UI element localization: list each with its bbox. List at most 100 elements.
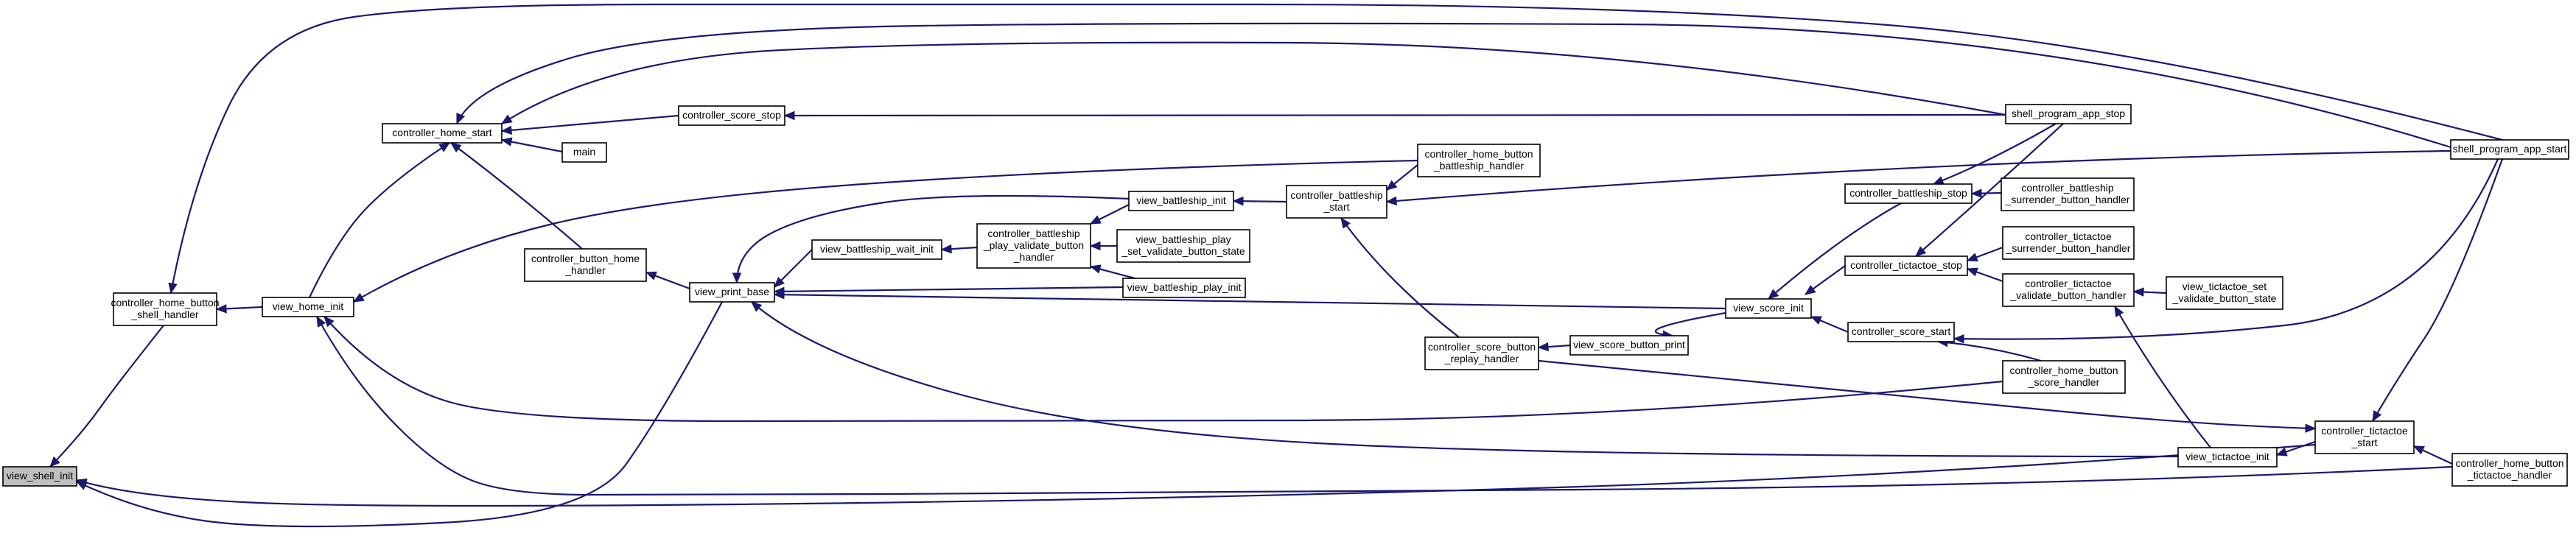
node-controller_button_home_handler[interactable]: controller_button_home_handler: [524, 248, 647, 282]
node-box[interactable]: [2002, 360, 2126, 394]
edge-line: [1915, 123, 2064, 257]
node-view_shell_init[interactable]: view_shell_init: [2, 466, 77, 487]
node-box[interactable]: [2177, 447, 2278, 468]
edge-view_score_init-to-view_print_base: [773, 289, 1726, 310]
node-box[interactable]: [811, 239, 942, 260]
node-box[interactable]: [382, 123, 503, 144]
arrowhead-icon: [316, 315, 326, 328]
node-box[interactable]: [524, 248, 647, 282]
node-controller_score_button_replay_handler[interactable]: controller_score_button_replay_handler: [1424, 336, 1539, 370]
node-controller_home_button_shell_handler[interactable]: controller_home_button_shell_handler: [111, 292, 220, 326]
node-box[interactable]: [561, 142, 607, 163]
node-view_score_button_print[interactable]: view_score_button_print: [1569, 335, 1689, 356]
node-view_score_init[interactable]: view_score_init: [1725, 298, 1812, 319]
node-box[interactable]: [1725, 298, 1812, 319]
node-view_print_base[interactable]: view_print_base: [689, 282, 775, 303]
node-box[interactable]: [2450, 139, 2569, 160]
node-label: controller_tictactoe: [2025, 230, 2112, 242]
edge-line: [751, 301, 2179, 458]
node-label: _shell_handler: [130, 308, 198, 320]
node-box[interactable]: [262, 297, 354, 317]
node-shell_program_app_start[interactable]: shell_program_app_start: [2450, 139, 2569, 160]
node-controller_home_button_tictactoe_handler[interactable]: controller_home_button_tictactoe_handler: [2451, 453, 2568, 487]
node-controller_battleship_play_validate_button_handler[interactable]: controller_battleship_play_validate_butt…: [976, 223, 1091, 269]
edge-layer: [49, 3, 2504, 528]
edge-shell_program_app_stop-to-controller_tictactoe_stop: [1915, 123, 2064, 257]
arrowhead-icon: [1340, 216, 1351, 229]
node-box[interactable]: [678, 105, 785, 126]
arrowhead-icon: [732, 272, 742, 284]
node-controller_score_start[interactable]: controller_score_start: [1847, 322, 1955, 342]
edge-line: [309, 142, 450, 298]
node-controller_tictactoe_stop[interactable]: controller_tictactoe_stop: [1844, 255, 1968, 276]
node-controller_score_stop[interactable]: controller_score_stop: [678, 105, 785, 126]
arrowhead-icon: [1915, 246, 1927, 257]
node-label: view_battleship_play_init: [1127, 281, 1242, 293]
node-box[interactable]: [2002, 226, 2135, 260]
edge-view_tictactoe_set_validate_button_state-to-controller_tictactoe_validate_button_handler: [2132, 287, 2167, 297]
node-box[interactable]: [1424, 336, 1539, 370]
node-box[interactable]: [1569, 335, 1689, 356]
edge-view_battleship_init-to-controller_battleship_play_validate_button_handler: [1089, 204, 1130, 225]
node-view_battleship_init[interactable]: view_battleship_init: [1128, 191, 1234, 211]
node-view_battleship_play_init[interactable]: view_battleship_play_init: [1122, 278, 1246, 298]
node-box[interactable]: [689, 282, 775, 303]
node-shell_program_app_stop[interactable]: shell_program_app_stop: [2005, 104, 2132, 124]
node-box[interactable]: [1122, 278, 1246, 298]
edge-controller_home_button_shell_handler-to-view_shell_init: [49, 325, 164, 468]
node-label: controller_battleship: [987, 228, 1080, 239]
node-view_tictactoe_init[interactable]: view_tictactoe_init: [2177, 447, 2278, 468]
node-main[interactable]: main: [561, 142, 607, 163]
node-controller_tictactoe_validate_button_handler[interactable]: controller_tictactoe_validate_button_han…: [2002, 273, 2135, 307]
arrowhead-icon: [49, 456, 60, 468]
node-box[interactable]: [1844, 183, 1973, 204]
edge-view_home_init-to-controller_home_start: [309, 142, 451, 298]
node-label: _handler: [1013, 251, 1054, 263]
node-box[interactable]: [2002, 273, 2135, 307]
node-label: _start: [2351, 437, 2377, 448]
node-box[interactable]: [1116, 229, 1250, 263]
arrowhead-icon: [1537, 342, 1549, 352]
node-box[interactable]: [2001, 177, 2135, 211]
node-box[interactable]: [1417, 144, 1541, 177]
node-box[interactable]: [2166, 276, 2283, 310]
edge-controller_home_button_battleship_handler-to-controller_battleship_start: [1386, 164, 1418, 191]
node-controller_battleship_surrender_button_handler[interactable]: controller_battleship_surrender_button_h…: [2001, 177, 2135, 211]
node-controller_home_start[interactable]: controller_home_start: [382, 123, 503, 144]
node-box[interactable]: [2, 466, 77, 487]
node-label: controller_battleship: [1290, 189, 1383, 201]
edge-line: [450, 142, 583, 250]
node-controller_tictactoe_start[interactable]: controller_tictactoe_start: [2314, 420, 2415, 454]
node-label: controller_button_home: [531, 253, 640, 264]
edge-controller_home_button_tictactoe_handler-to-controller_tictactoe_start: [2412, 445, 2453, 465]
edge-line: [1340, 217, 1460, 338]
node-view_tictactoe_set_validate_button_state[interactable]: view_tictactoe_set_validate_button_state: [2166, 276, 2283, 310]
edge-controller_score_button_replay_handler-to-controller_tictactoe_start: [1538, 359, 2317, 433]
node-controller_tictactoe_surrender_button_handler[interactable]: controller_tictactoe_surrender_button_ha…: [2002, 226, 2135, 260]
node-controller_battleship_start[interactable]: controller_battleship_start: [1286, 185, 1387, 219]
node-label: _handler: [564, 264, 606, 276]
node-box[interactable]: [1844, 255, 1968, 276]
node-view_home_init[interactable]: view_home_init: [262, 297, 354, 317]
edge-controller_score_start-to-view_score_init: [1810, 315, 1849, 334]
node-controller_home_button_score_handler[interactable]: controller_home_button_score_handler: [2002, 360, 2126, 394]
node-view_battleship_wait_init[interactable]: view_battleship_wait_init: [811, 239, 942, 260]
node-box[interactable]: [2005, 104, 2132, 124]
node-box[interactable]: [1128, 191, 1234, 211]
node-box[interactable]: [976, 223, 1091, 269]
node-label: _validate_button_state: [2172, 292, 2277, 304]
edge-line: [1538, 359, 2316, 430]
node-box[interactable]: [2451, 453, 2568, 487]
node-controller_battleship_stop[interactable]: controller_battleship_stop: [1844, 183, 1973, 204]
arrowhead-icon: [1970, 188, 1982, 198]
node-label: shell_program_app_start: [2453, 143, 2567, 155]
arrowhead-icon: [774, 277, 785, 288]
edge-line: [501, 41, 2006, 124]
node-box[interactable]: [1847, 322, 1955, 342]
edge-line: [76, 301, 723, 528]
node-controller_home_button_battleship_handler[interactable]: controller_home_button_battleship_handle…: [1417, 144, 1541, 177]
node-view_battleship_play_set_validate_button_state[interactable]: view_battleship_play_set_validate_button…: [1116, 229, 1250, 263]
node-box[interactable]: [113, 292, 217, 326]
node-box[interactable]: [1286, 185, 1387, 219]
node-box[interactable]: [2314, 420, 2415, 454]
